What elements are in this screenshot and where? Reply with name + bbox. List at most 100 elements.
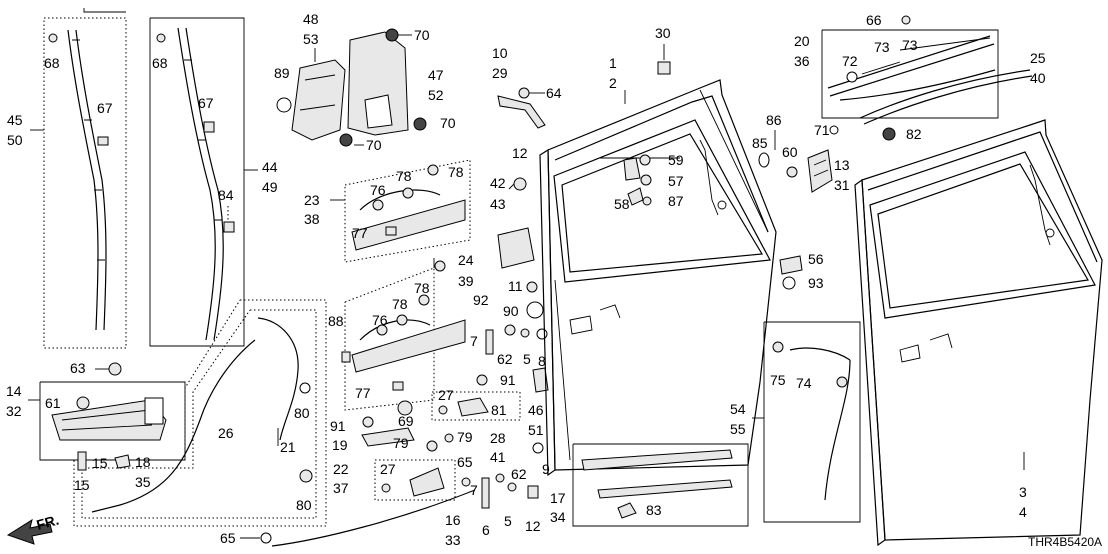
- callout-80b: 80: [296, 497, 312, 513]
- callout-47: 47: [428, 67, 444, 83]
- callout-65a: 65: [457, 454, 473, 470]
- callout-53: 53: [303, 31, 319, 47]
- callout-25: 25: [1030, 50, 1046, 66]
- callout-87: 87: [668, 193, 684, 209]
- callout-50: 50: [7, 132, 23, 148]
- callout-57: 57: [668, 173, 684, 189]
- callout-16: 16: [445, 512, 461, 528]
- callout-15a: 15: [92, 455, 108, 471]
- callout-64: 64: [546, 85, 562, 101]
- callout-60: 60: [782, 144, 798, 160]
- callout-78b: 78: [448, 164, 464, 180]
- callout-73b: 73: [902, 37, 918, 53]
- callout-23: 23: [304, 192, 320, 208]
- callout-89: 89: [274, 65, 290, 81]
- callout-79b: 79: [457, 429, 473, 445]
- callout-31: 31: [834, 177, 850, 193]
- callout-5b: 5: [504, 513, 512, 529]
- bracket-box-22-37: [374, 459, 456, 501]
- callout-27a: 27: [438, 387, 454, 403]
- callout-26: 26: [218, 425, 234, 441]
- callout-77b: 77: [355, 385, 371, 401]
- direction-label: FR.: [35, 512, 61, 533]
- callout-55: 55: [730, 421, 746, 437]
- callout-82: 82: [906, 126, 922, 142]
- callout-22: 22: [333, 461, 349, 477]
- callout-51: 51: [528, 422, 544, 438]
- callout-36: 36: [794, 53, 810, 69]
- door-parts-7-8: [485, 324, 549, 454]
- callout-91a: 91: [500, 372, 516, 388]
- callout-65b: 65: [220, 530, 236, 546]
- callout-7b: 7: [470, 482, 478, 498]
- callout-54: 54: [730, 401, 746, 417]
- callout-9: 9: [542, 461, 550, 477]
- callout-28: 28: [490, 430, 506, 446]
- roller-parts-13-31: [758, 130, 833, 193]
- callout-labels: 68 68 45 50 67 67 44 49 84 63 48 53 89 7…: [6, 11, 1102, 549]
- callout-13: 13: [834, 157, 850, 173]
- callout-18: 18: [135, 454, 151, 470]
- callout-88: 88: [328, 313, 344, 329]
- callout-1: 1: [609, 55, 617, 71]
- callout-78d: 78: [392, 296, 408, 312]
- misc-small-parts-mid: [240, 374, 488, 547]
- callout-76a: 76: [370, 182, 386, 198]
- callout-2: 2: [609, 75, 617, 91]
- callout-84: 84: [218, 187, 234, 203]
- callout-14: 14: [6, 383, 22, 399]
- callout-15b: 15: [74, 477, 90, 493]
- callout-85: 85: [752, 135, 768, 151]
- callout-79a: 79: [393, 435, 409, 451]
- callout-67a: 67: [97, 100, 113, 116]
- callout-4: 4: [1019, 504, 1027, 520]
- drawing-code: THR4B5420A: [1028, 535, 1102, 549]
- callout-24: 24: [458, 252, 474, 268]
- callout-7a: 7: [470, 333, 478, 349]
- callout-68b: 68: [152, 55, 168, 71]
- callout-43: 43: [490, 196, 506, 212]
- front-direction-arrow: [6, 518, 53, 545]
- clip-30: [657, 44, 671, 75]
- callout-73a: 73: [874, 39, 890, 55]
- callout-93: 93: [808, 275, 824, 291]
- callout-90: 90: [503, 303, 519, 319]
- callout-77a: 77: [352, 225, 368, 241]
- actuator-48-53: [276, 48, 346, 141]
- callout-11: 11: [508, 278, 523, 294]
- callout-10: 10: [492, 45, 508, 61]
- callout-66: 66: [866, 12, 882, 28]
- callout-32: 32: [6, 403, 22, 419]
- callout-41: 41: [490, 449, 506, 465]
- callout-35: 35: [135, 474, 151, 490]
- callout-70b: 70: [440, 115, 456, 131]
- callout-17: 17: [550, 490, 566, 506]
- rail-25-40: [829, 15, 1033, 141]
- callout-62a: 62: [497, 351, 513, 367]
- callout-3: 3: [1019, 484, 1027, 500]
- callout-76b: 76: [372, 312, 388, 328]
- callout-59: 59: [668, 152, 684, 168]
- callout-42: 42: [490, 175, 506, 191]
- callout-19: 19: [332, 437, 348, 453]
- callout-68a: 68: [44, 55, 60, 71]
- callout-80a: 80: [294, 405, 310, 421]
- seal-group-44-49: [149, 17, 258, 347]
- callout-92: 92: [473, 292, 489, 308]
- callout-74: 74: [796, 375, 812, 391]
- callout-67b: 67: [198, 95, 214, 111]
- clip-63: [95, 362, 122, 376]
- door-parts-42-43: [497, 177, 544, 319]
- front-door-parts-59-87: [623, 154, 652, 206]
- callout-12a: 12: [512, 145, 528, 161]
- handle-box-14-32: [28, 381, 186, 471]
- hinge-10-29: [497, 87, 546, 129]
- callout-34: 34: [550, 509, 566, 525]
- callout-45: 45: [7, 112, 23, 128]
- callout-29: 29: [492, 65, 508, 81]
- rear-door-3-4: [854, 119, 1103, 547]
- cover-47-52: [339, 28, 427, 147]
- callout-38: 38: [304, 211, 320, 227]
- callout-70c: 70: [366, 137, 382, 153]
